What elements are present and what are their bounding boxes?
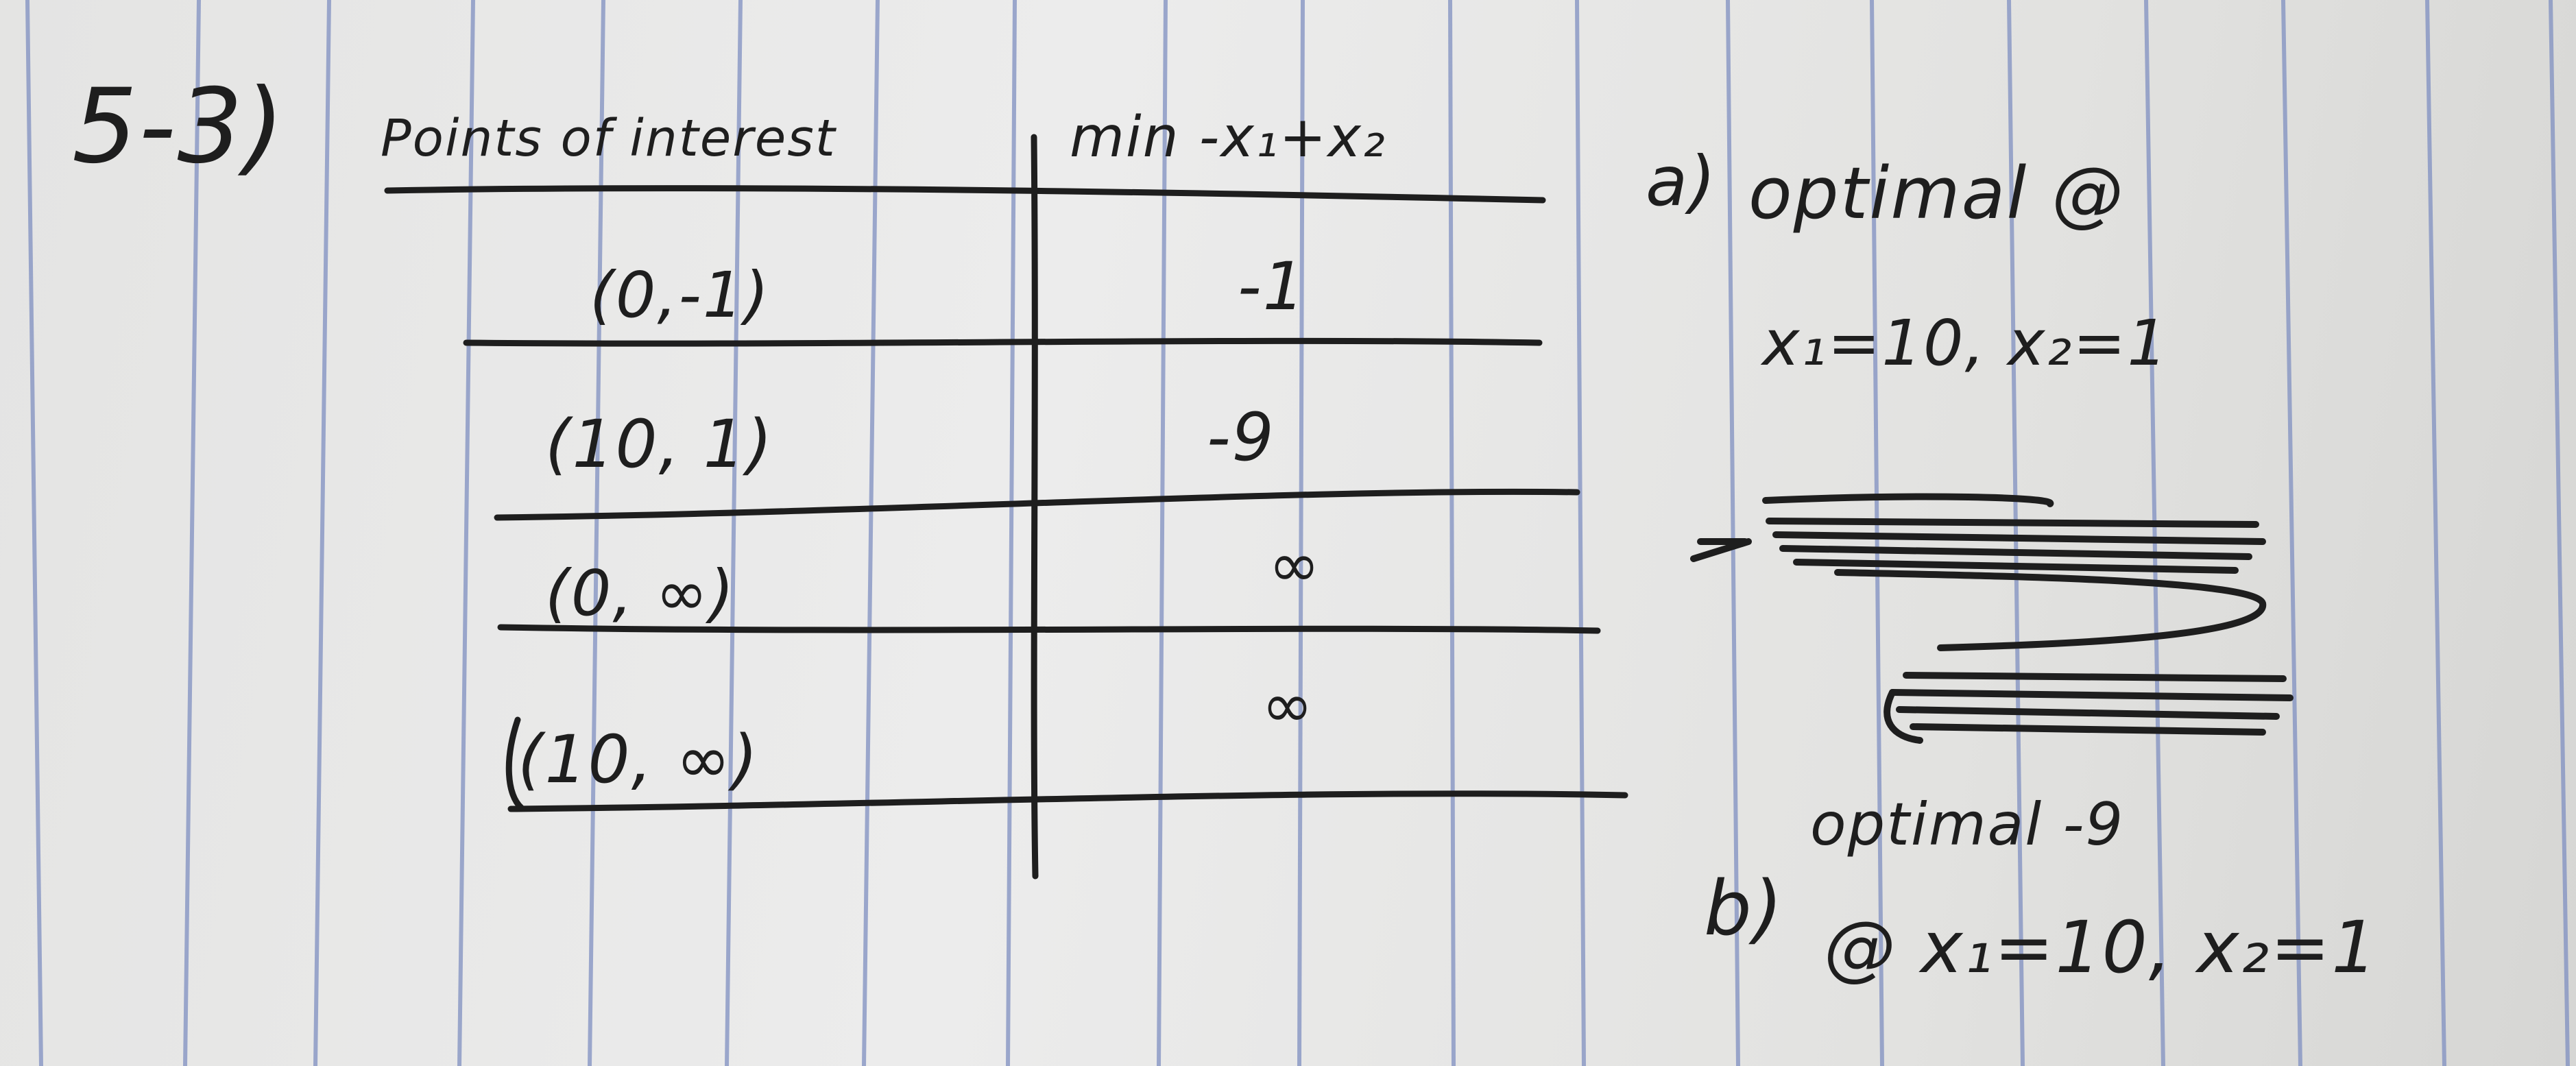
answer-a-label: a) — [1646, 141, 1718, 221]
row-rule-4 — [507, 790, 1628, 812]
header-objective: min -x₁+x₂ — [1070, 105, 1386, 170]
row-rule-1 — [463, 337, 1543, 347]
answer-b-line-1: optimal -9 — [1810, 790, 2125, 859]
scribble-bracket — [505, 716, 525, 811]
column-divider — [1031, 134, 1039, 880]
row-3-point: (0, ∞) — [545, 557, 736, 630]
row-4-value: ∞ — [1262, 670, 1314, 742]
row-4-point: (10, ∞) — [518, 721, 760, 798]
header-points-of-interest: Points of interest — [381, 109, 836, 168]
answer-b-line-2: @ x₁=10, x₂=1 — [1824, 906, 2379, 989]
row-rule-2 — [494, 488, 1580, 521]
row-2-value: -9 — [1207, 399, 1275, 476]
row-1-value: -1 — [1238, 248, 1306, 325]
row-2-point: (10, 1) — [545, 406, 774, 483]
answer-b-label: b) — [1704, 864, 1784, 952]
answer-a-line-1: optimal @ — [1748, 152, 2125, 235]
crossed-out-work — [1690, 493, 2294, 744]
answer-a-line-2: x₁=10, x₂=1 — [1762, 306, 2169, 380]
row-rule-3 — [497, 624, 1601, 634]
header-underline — [384, 185, 1546, 204]
row-1-point: (0,-1) — [590, 258, 771, 332]
row-3-value: ∞ — [1268, 529, 1321, 601]
problem-number: 5-3) — [72, 67, 286, 186]
